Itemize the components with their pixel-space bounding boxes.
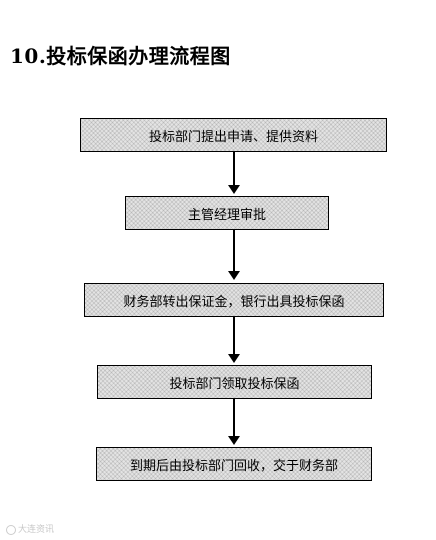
flow-arrow-2 (228, 230, 240, 280)
flow-step-2-label: 主管经理审批 (187, 207, 266, 223)
flow-step-3: 财务部转出保证金，银行出具投标保函 (84, 283, 384, 317)
flow-step-3-label: 财务部转出保证金，银行出具投标保函 (123, 294, 345, 310)
arrow-head-icon (228, 436, 240, 445)
flow-step-1: 投标部门提出申请、提供资料 (80, 118, 387, 152)
flow-step-4-label: 投标部门领取投标保函 (169, 376, 300, 392)
flow-arrow-3 (228, 317, 240, 363)
flow-step-5-label: 到期后由投标部门回收，交于财务部 (129, 458, 338, 474)
arrow-head-icon (228, 354, 240, 363)
arrow-head-icon (228, 185, 240, 194)
flow-arrow-4 (228, 399, 240, 445)
arrow-head-icon (228, 271, 240, 280)
flow-arrow-1 (228, 152, 240, 194)
page-title: 10.投标保函办理流程图 (10, 44, 231, 68)
watermark-logo-icon (6, 524, 16, 535)
flow-step-5: 到期后由投标部门回收，交于财务部 (96, 447, 372, 481)
watermark: 大连资讯 (6, 522, 54, 535)
watermark-text: 大连资讯 (18, 525, 55, 535)
flow-step-4: 投标部门领取投标保函 (97, 365, 372, 399)
flow-step-1-label: 投标部门提出申请、提供资料 (148, 129, 318, 145)
flow-step-2: 主管经理审批 (125, 196, 329, 230)
